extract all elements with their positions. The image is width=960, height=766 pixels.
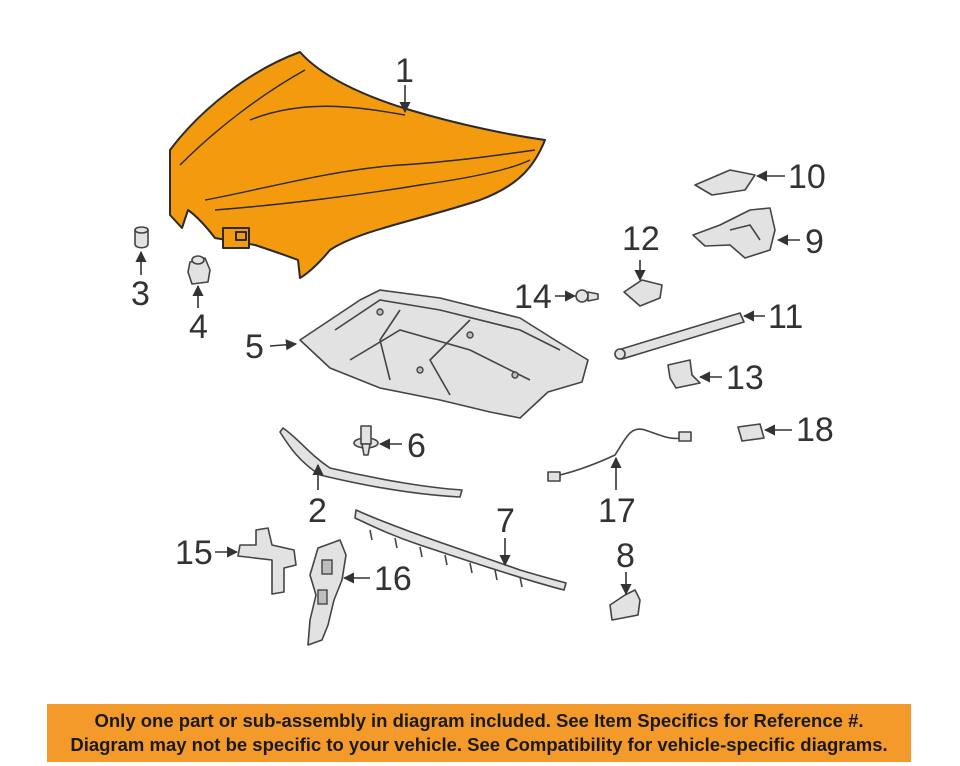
part-16-reinforcement	[307, 539, 347, 646]
parts-diagram: 1 2 3 4 5 6 7 8 9 10 11 12 13 14 15 16 1…	[131, 51, 834, 646]
part-1-hood	[169, 51, 546, 279]
part-6-clip	[353, 425, 379, 456]
part-14-fastener	[575, 289, 599, 303]
callout-3: 3	[131, 275, 150, 313]
callout-9: 9	[805, 223, 824, 261]
callout-11: 11	[768, 298, 803, 336]
part-8-bracket	[609, 589, 641, 621]
callout-12: 12	[622, 220, 660, 258]
part-18-connector	[737, 423, 765, 442]
callout-8: 8	[616, 537, 635, 575]
disclaimer-banner: Only one part or sub-assembly in diagram…	[47, 704, 911, 762]
part-2-seal	[279, 427, 463, 498]
part-7-weatherstrip	[354, 509, 567, 591]
callout-2: 2	[308, 492, 327, 530]
callout-18: 18	[796, 411, 834, 449]
part-11-support-rod	[614, 312, 745, 360]
callout-17: 17	[598, 492, 636, 530]
callout-1: 1	[395, 52, 414, 90]
part-9-bracket	[692, 207, 776, 259]
part-5-insulator	[299, 289, 589, 419]
disclaimer-line-1: Only one part or sub-assembly in diagram…	[94, 710, 864, 731]
callout-7: 7	[496, 502, 515, 540]
callout-15: 15	[175, 534, 213, 572]
callout-6: 6	[407, 427, 426, 465]
callout-10: 10	[788, 158, 826, 196]
callout-4: 4	[189, 308, 208, 346]
callout-labels: 1 2 3 4 5 6 7 8 9 10 11 12 13 14 15 16 1…	[131, 52, 834, 598]
part-15-bracket	[237, 527, 297, 595]
part-4-bumper	[187, 255, 211, 285]
callout-arrows	[135, 85, 800, 596]
callout-5: 5	[245, 328, 264, 366]
part-12-bracket	[623, 279, 663, 307]
callout-16: 16	[374, 560, 412, 598]
part-13-bracket	[667, 359, 701, 389]
part-3-bumper	[134, 226, 149, 249]
callout-14: 14	[514, 278, 552, 316]
part-10-bracket	[694, 169, 756, 196]
part-17-harness	[547, 428, 692, 482]
callout-13: 13	[726, 359, 764, 397]
disclaimer-line-2: Diagram may not be specific to your vehi…	[70, 734, 888, 755]
